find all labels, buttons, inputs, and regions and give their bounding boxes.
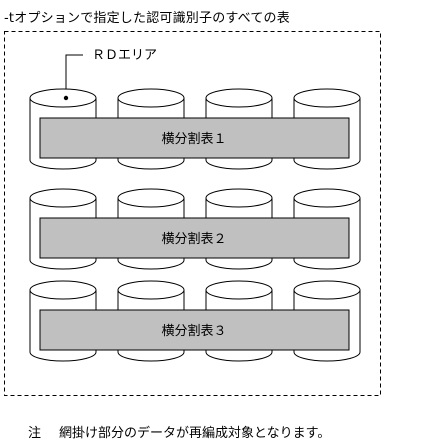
partitioned-table-label: 横分割表２ [161, 231, 226, 247]
table-row-3: 横分割表３ [29, 280, 361, 362]
footnote-text: 網掛け部分のデータが再編成対象となります。 [59, 426, 331, 441]
diagram-title: -tオプションで指定した認可識別子のすべての表 [4, 11, 290, 26]
partitioned-table-bar [39, 117, 350, 159]
table-row-1: 横分割表１ [29, 88, 361, 170]
dashed-boundary [4, 31, 381, 396]
partitioned-table-bar [39, 309, 350, 351]
partitioned-table-label: 横分割表３ [161, 323, 226, 339]
table-row-2: 横分割表２ [29, 188, 361, 270]
footnote: 注 網掛け部分のデータが再編成対象となります。 [28, 422, 330, 441]
rd-area-label: ＲＤエリア [92, 48, 157, 63]
partitioned-table-bar [39, 217, 350, 259]
rd-area-leader-line [65, 54, 83, 95]
footnote-prefix: 注 [28, 426, 42, 441]
partitioned-table-label: 横分割表１ [161, 131, 226, 147]
